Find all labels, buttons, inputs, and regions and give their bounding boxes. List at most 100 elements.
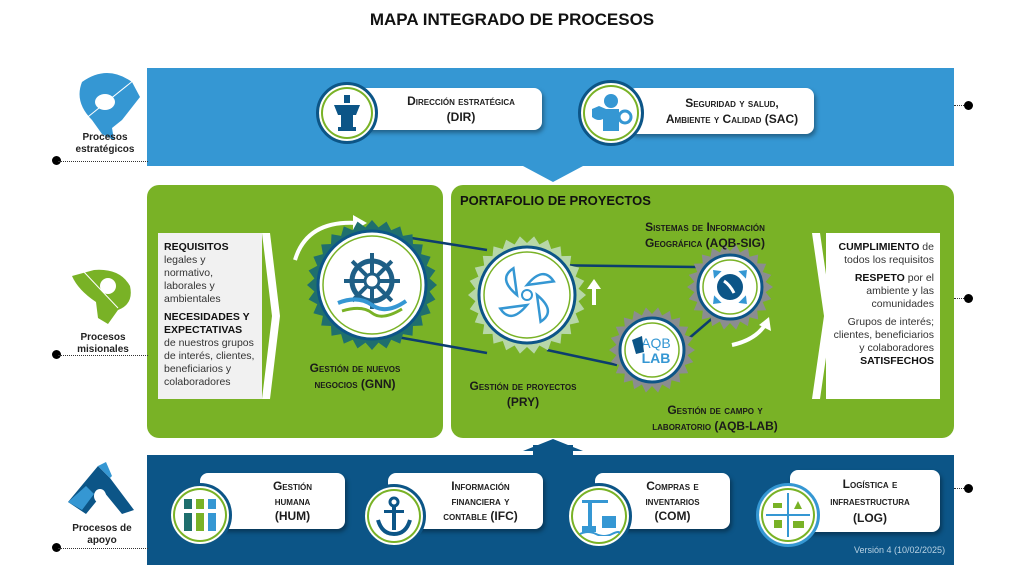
propeller-blade: [498, 303, 530, 318]
card-line: (LOG): [853, 510, 887, 525]
version-label: Versión 4 (10/02/2025): [854, 545, 946, 555]
connector-dot: [52, 156, 61, 165]
anchor-icon: [362, 484, 426, 548]
respeto-block: RESPETO por el ambiente y las comunidade…: [832, 272, 934, 311]
respeto-heading: RESPETO: [854, 272, 905, 284]
grupos-text: Grupos de interés; clientes, beneficiari…: [833, 316, 934, 354]
lab-label: Gestión de campo y laboratorio (AQB-LAB): [630, 402, 800, 434]
card-line: Ambiente y Calidad (SAC): [665, 112, 799, 126]
card-line: (COM): [654, 508, 691, 523]
satisfechos-text: SATISFECHOS: [860, 355, 934, 367]
compass-arrow: [713, 270, 722, 279]
connector-line: [954, 298, 966, 299]
propeller-icon: [521, 289, 533, 301]
label-line: Gestión de proyectos: [469, 379, 577, 393]
propeller-blade: [504, 266, 519, 298]
gnn-label: Gestión de nuevos negocios (GNN): [285, 360, 425, 392]
necesidades-block: NECESIDADES Y EXPECTATIVAS de nuestros g…: [164, 311, 256, 389]
arrow-head-icon: [759, 317, 771, 331]
card-line: (DIR): [446, 110, 476, 124]
gear-gnn[interactable]: [307, 220, 437, 350]
wave-icon: [341, 306, 403, 318]
label-line: laboratorio (AQB-LAB): [652, 419, 778, 433]
rotation-arrow-icon: [293, 220, 358, 261]
connector-dot: [52, 543, 61, 552]
propeller-blade: [524, 272, 556, 287]
label-line: Procesos: [82, 132, 128, 143]
connector-line: [58, 355, 148, 356]
page-title: MAPA INTEGRADO DE PROCESOS: [369, 10, 655, 29]
connector-dot: [964, 101, 973, 110]
portafolio-title: PORTAFOLIO DE PROYECTOS: [460, 193, 651, 208]
requisitos-heading: REQUISITOS: [164, 241, 229, 253]
card-line: humana: [274, 493, 311, 508]
card-line: Gestión: [272, 478, 313, 493]
rotation-arrow-icon: [731, 323, 767, 347]
support-logo-icon: [68, 462, 134, 514]
wave-icon: [337, 297, 408, 312]
lab-logo-text: LAB: [642, 350, 671, 366]
connector-line: [58, 161, 148, 162]
gear-inner-ring: [624, 322, 680, 378]
requisitos-text: legales y normativo, laborales y ambient…: [164, 254, 221, 305]
cumplimiento-block: CUMPLIMIENTO de todos los requisitos: [832, 241, 935, 267]
label-line: Sistemas de Información: [645, 220, 765, 234]
card-line: Seguridad y salud,: [685, 96, 779, 110]
label-line: estratégicos: [75, 144, 135, 155]
necesidades-heading: NECESIDADES Y EXPECTATIVAS: [164, 311, 250, 336]
card-line: Compras e: [646, 478, 699, 493]
card-line: financiera y: [451, 493, 510, 508]
port-crane-icon: [566, 483, 632, 549]
process-card-sac[interactable]: Seguridad y salud, Ambiente y Calidad (SA…: [628, 88, 814, 134]
label-line: Procesos de: [72, 523, 132, 534]
pry-label: Gestión de proyectos (PRY): [448, 378, 598, 410]
connector-dot: [52, 350, 61, 359]
label-line: Gestión de campo y: [667, 403, 763, 417]
propeller-blade: [535, 292, 550, 324]
map-silhouette-icon: [632, 336, 644, 354]
gear-face: [618, 316, 686, 384]
gear-pry[interactable]: [468, 236, 586, 354]
label-line: Gestión de nuevos: [309, 361, 401, 375]
arrow-head-icon: [587, 279, 601, 289]
card-line: inventarios: [645, 493, 700, 508]
connector-line: [954, 105, 966, 106]
missional-logo-icon: [72, 269, 131, 324]
connector-dot: [964, 484, 973, 493]
lighthouse-icon: [316, 82, 378, 144]
inputs-box: REQUISITOS legales y normativo, laborale…: [158, 233, 262, 399]
up-arrow-stem: [533, 445, 573, 457]
compass-arrow: [738, 270, 747, 279]
gear-inner-ring: [322, 235, 422, 335]
necesidades-text: de nuestros grupos de interés, clientes,…: [164, 337, 255, 388]
gear-inner-ring: [702, 259, 758, 315]
gear-inner-ring: [483, 251, 571, 339]
label-estrategicos: Procesos estratégicos: [70, 132, 140, 156]
aqb-logo-text: AQB: [641, 335, 671, 351]
compass-arrow: [713, 295, 722, 304]
process-card-dir[interactable]: Dirección estratégica (DIR): [352, 88, 542, 130]
card-line: Información: [451, 478, 510, 493]
label-misionales: Procesos misionales: [68, 332, 138, 356]
card-line: (HUM): [274, 508, 311, 523]
compass-arrow: [738, 295, 747, 304]
card-line: infraestructura: [830, 493, 910, 508]
label-line: Procesos: [80, 332, 126, 343]
label-line: negocios (GNN): [314, 377, 396, 391]
cumplimiento-text: de todos los requisitos: [844, 241, 934, 266]
gear-sig[interactable]: [687, 244, 773, 330]
down-arrow: [523, 166, 583, 182]
connector-dot: [964, 294, 973, 303]
card-line: Dirección estratégica: [407, 94, 515, 108]
label-line: misionales: [77, 344, 129, 355]
label-line: Geográfica (AQB-SIG): [645, 236, 765, 250]
connector-line: [58, 548, 148, 549]
people-icon: [168, 483, 232, 547]
label-line: (PRY): [506, 395, 540, 409]
safety-worker-icon: [578, 80, 644, 146]
label-apoyo: Procesos de apoyo: [62, 523, 142, 547]
globe-land: [723, 279, 736, 294]
